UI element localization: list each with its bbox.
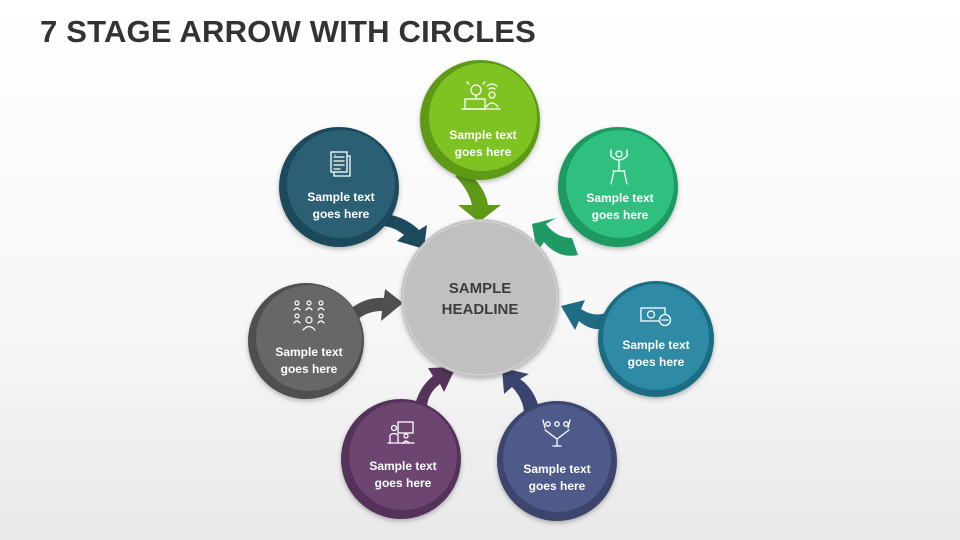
money-minus-icon — [640, 307, 672, 327]
stage-7: Sample text goes here — [279, 127, 399, 247]
stage-1: Sample text goes here — [420, 60, 540, 180]
stage-4: Sample text goes here — [497, 401, 617, 521]
arrow-stage-3 — [561, 300, 610, 330]
center-headline-line1: SAMPLE — [449, 280, 512, 297]
strongman-icon — [610, 149, 628, 185]
stage-3-text-line2: goes here — [628, 355, 685, 369]
stage-6: Sample text goes here — [248, 283, 364, 399]
stage-3-text-line1: Sample text — [622, 338, 689, 352]
team-network-icon — [293, 300, 325, 331]
stage-2-text-line1: Sample text — [586, 191, 653, 205]
stage-6-text-line1: Sample text — [275, 345, 342, 359]
stage-2: Sample text goes here — [558, 127, 678, 247]
stage-6-text-line2: goes here — [281, 362, 338, 376]
stage-2-text-line2: goes here — [592, 208, 649, 222]
stage-3: Sample text goes here — [598, 281, 714, 397]
arrow-stage-1 — [455, 173, 501, 222]
document-icon — [330, 151, 351, 177]
stage-5-text-line2: goes here — [375, 476, 432, 490]
stage-1-text-line1: Sample text — [449, 128, 516, 142]
arrow-stage-5 — [414, 367, 456, 410]
stage-4-text-line1: Sample text — [523, 462, 590, 476]
center-hub: SAMPLE HEADLINE — [401, 219, 559, 377]
stage-5-text-line1: Sample text — [369, 459, 436, 473]
slide-title: 7 STAGE ARROW WITH CIRCLES — [40, 14, 537, 49]
stage-1-text-line2: goes here — [455, 145, 512, 159]
arrow-stage-4 — [502, 368, 539, 414]
arrow-stage-2 — [532, 218, 578, 256]
center-headline-line2: HEADLINE — [442, 301, 519, 318]
stage-5: Sample text goes here — [341, 399, 461, 519]
stage-7-text-line2: goes here — [313, 207, 370, 221]
idea-people-icon — [461, 81, 501, 110]
presentation-icon — [387, 421, 415, 444]
arrow-stage-6 — [348, 289, 403, 322]
team-celebrate-icon — [542, 419, 571, 447]
stage-7-text-line1: Sample text — [307, 190, 374, 204]
stage-4-text-line2: goes here — [529, 479, 586, 493]
